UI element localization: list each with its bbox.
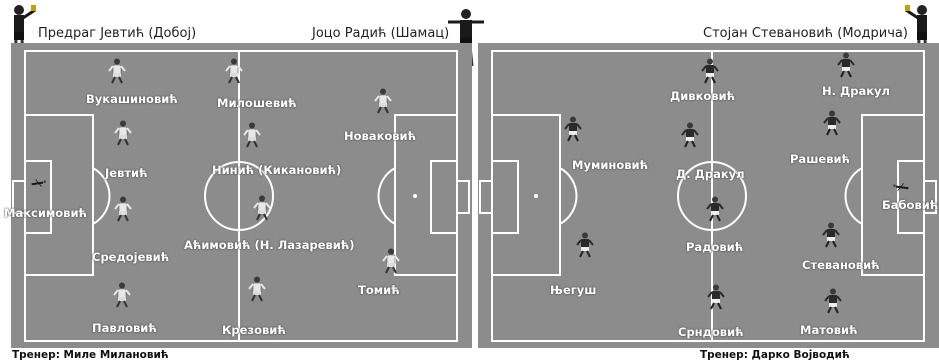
player-name-babovic: Бабовић [882,198,938,212]
referee-right-name: Стојан Стевановић (Модрича) [703,26,908,41]
player-name-pavlovic: Павловић [92,321,157,335]
player-name-d-drakul: Д. Дракул [676,167,745,181]
player-name-maksimovic: Максимовић [4,206,87,220]
player-figure-maksimovic [30,170,48,196]
player-name-acimovic: Аћимовић (Н. Лазаревић) [184,238,355,252]
player-figure-acimovic [253,195,271,221]
player-name-vukasinovic: Вукашиновић [86,92,178,106]
player-name-milosevic: Милошевић [217,96,297,110]
player-figure-rasevic [823,110,841,136]
player-figure-novakovic [374,88,392,114]
player-name-tomic: Томић [358,283,400,297]
player-figure-muminovic [564,116,582,142]
player-figure-n-drakul [837,52,855,78]
player-figure-sredojevic [114,196,132,222]
player-name-novakovic: Новаковић [344,129,416,143]
player-figure-tomic [382,248,400,274]
referee-center-name: Јоцо Радић (Шамац) [312,26,449,41]
player-name-muminovic: Муминовић [572,158,648,172]
player-name-divkovic: Дивковић [670,89,735,103]
player-figure-pavlovic [113,282,131,308]
player-figure-radovic [706,196,724,222]
player-figure-d-drakul [681,122,699,148]
player-name-n-drakul: Н. Дракул [822,84,890,98]
player-figure-babovic [892,174,910,200]
player-figure-vukasinovic [108,58,126,84]
referee-left-name: Предраг Јевтић (Добој) [38,26,196,41]
player-figure-milosevic [225,58,243,84]
player-name-jevtic: Јевтић [105,166,148,180]
player-name-krezovic: Крезовић [222,323,286,337]
player-figure-divkovic [701,58,719,84]
player-figure-ninic [243,122,261,148]
coach-right: Тренер: Дарко Војводић [700,349,850,361]
player-name-matovic: Матовић [800,323,858,337]
player-name-srndovic: Срндовић [678,325,744,339]
player-name-njegus: Његуш [550,283,597,297]
player-figure-jevtic [114,120,132,146]
player-figure-srndovic [707,284,725,310]
player-name-rasevic: Рашевић [790,152,850,166]
player-name-radovic: Радовић [686,240,743,254]
pitch-left-markings [11,43,472,348]
player-name-stevanovic: Стевановић [802,258,880,272]
player-name-sredojevic: Средојевић [92,250,169,264]
player-figure-njegus [576,232,594,258]
player-figure-stevanovic [822,222,840,248]
player-figure-krezovic [248,276,266,302]
pitch-left [11,43,472,348]
player-figure-matovic [824,288,842,314]
coach-left: Тренер: Миле Милановић [12,349,169,361]
player-name-ninic: Нинић (Кикановић) [212,163,341,177]
